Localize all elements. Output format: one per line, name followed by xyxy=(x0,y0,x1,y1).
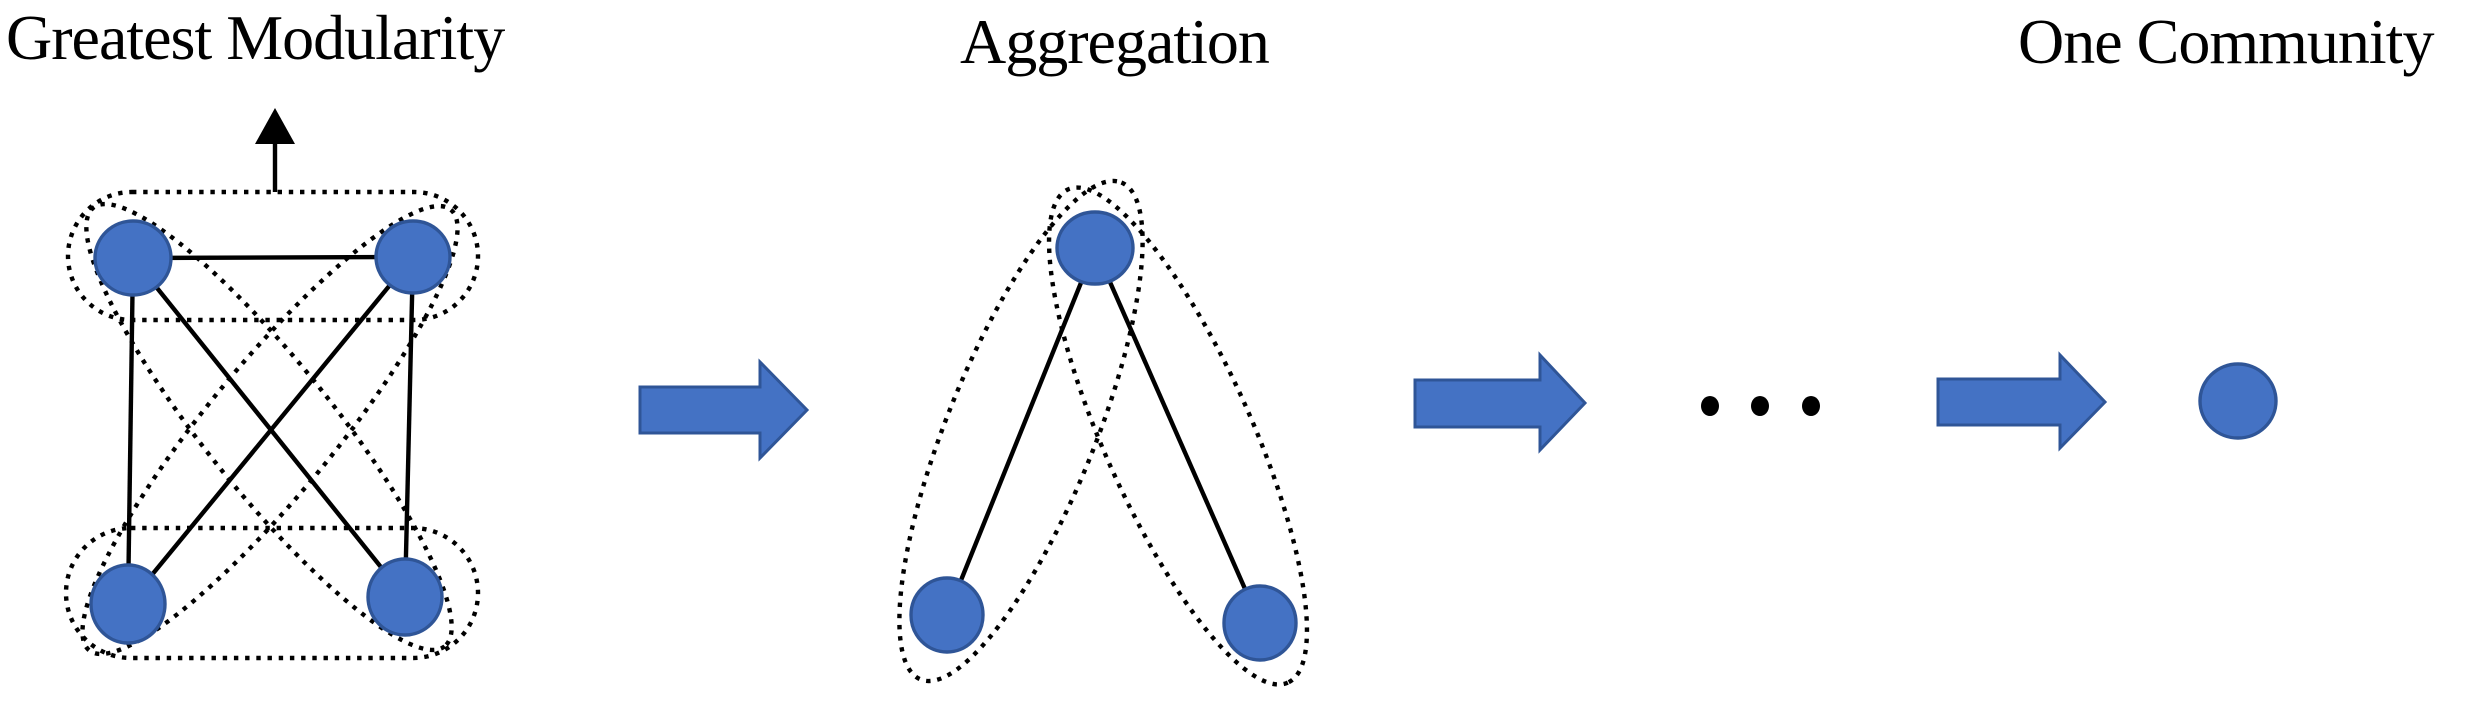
graph-node xyxy=(89,563,167,645)
stage3-label: One Community xyxy=(2018,6,2434,77)
stage3-graph xyxy=(2198,362,2278,440)
graph-node xyxy=(374,219,452,295)
community-outline-top-pair xyxy=(65,189,481,323)
graph-edge xyxy=(402,256,416,598)
flow-arrow-icon xyxy=(1936,351,2108,452)
ellipsis-dot xyxy=(1802,396,1820,416)
graph-node xyxy=(1222,584,1298,662)
flow-arrow-icon xyxy=(638,358,810,462)
community-outline-right xyxy=(1046,185,1310,687)
graph-node xyxy=(1055,210,1135,286)
graph-edge xyxy=(1092,247,1263,624)
graph-node xyxy=(909,576,985,654)
community-outline-diagonal-2 xyxy=(80,203,460,657)
graph-node xyxy=(2198,362,2278,440)
flow-arrow-icon xyxy=(1413,351,1588,454)
graph-edge xyxy=(131,256,407,599)
stage1-graph xyxy=(63,108,481,661)
stage1-label: Greatest Modularity xyxy=(6,2,505,73)
graph-edge xyxy=(944,247,1098,616)
arrow-head xyxy=(255,108,295,144)
graph-edge xyxy=(132,254,414,261)
stage2-label: Aggregation xyxy=(960,6,1270,77)
graph-edge xyxy=(126,255,415,606)
graph-node xyxy=(366,557,444,637)
stage2-graph xyxy=(897,178,1310,687)
graph-edge xyxy=(125,257,136,605)
community-outline-diagonal-1 xyxy=(84,201,454,653)
ellipsis-dot xyxy=(1751,396,1769,416)
ellipsis-dots xyxy=(1701,396,1820,416)
modularity-pointer-arrow-icon xyxy=(255,108,295,192)
community-outline-bottom-pair xyxy=(63,525,481,661)
ellipsis-dot xyxy=(1701,396,1719,416)
graph-node xyxy=(93,219,173,297)
